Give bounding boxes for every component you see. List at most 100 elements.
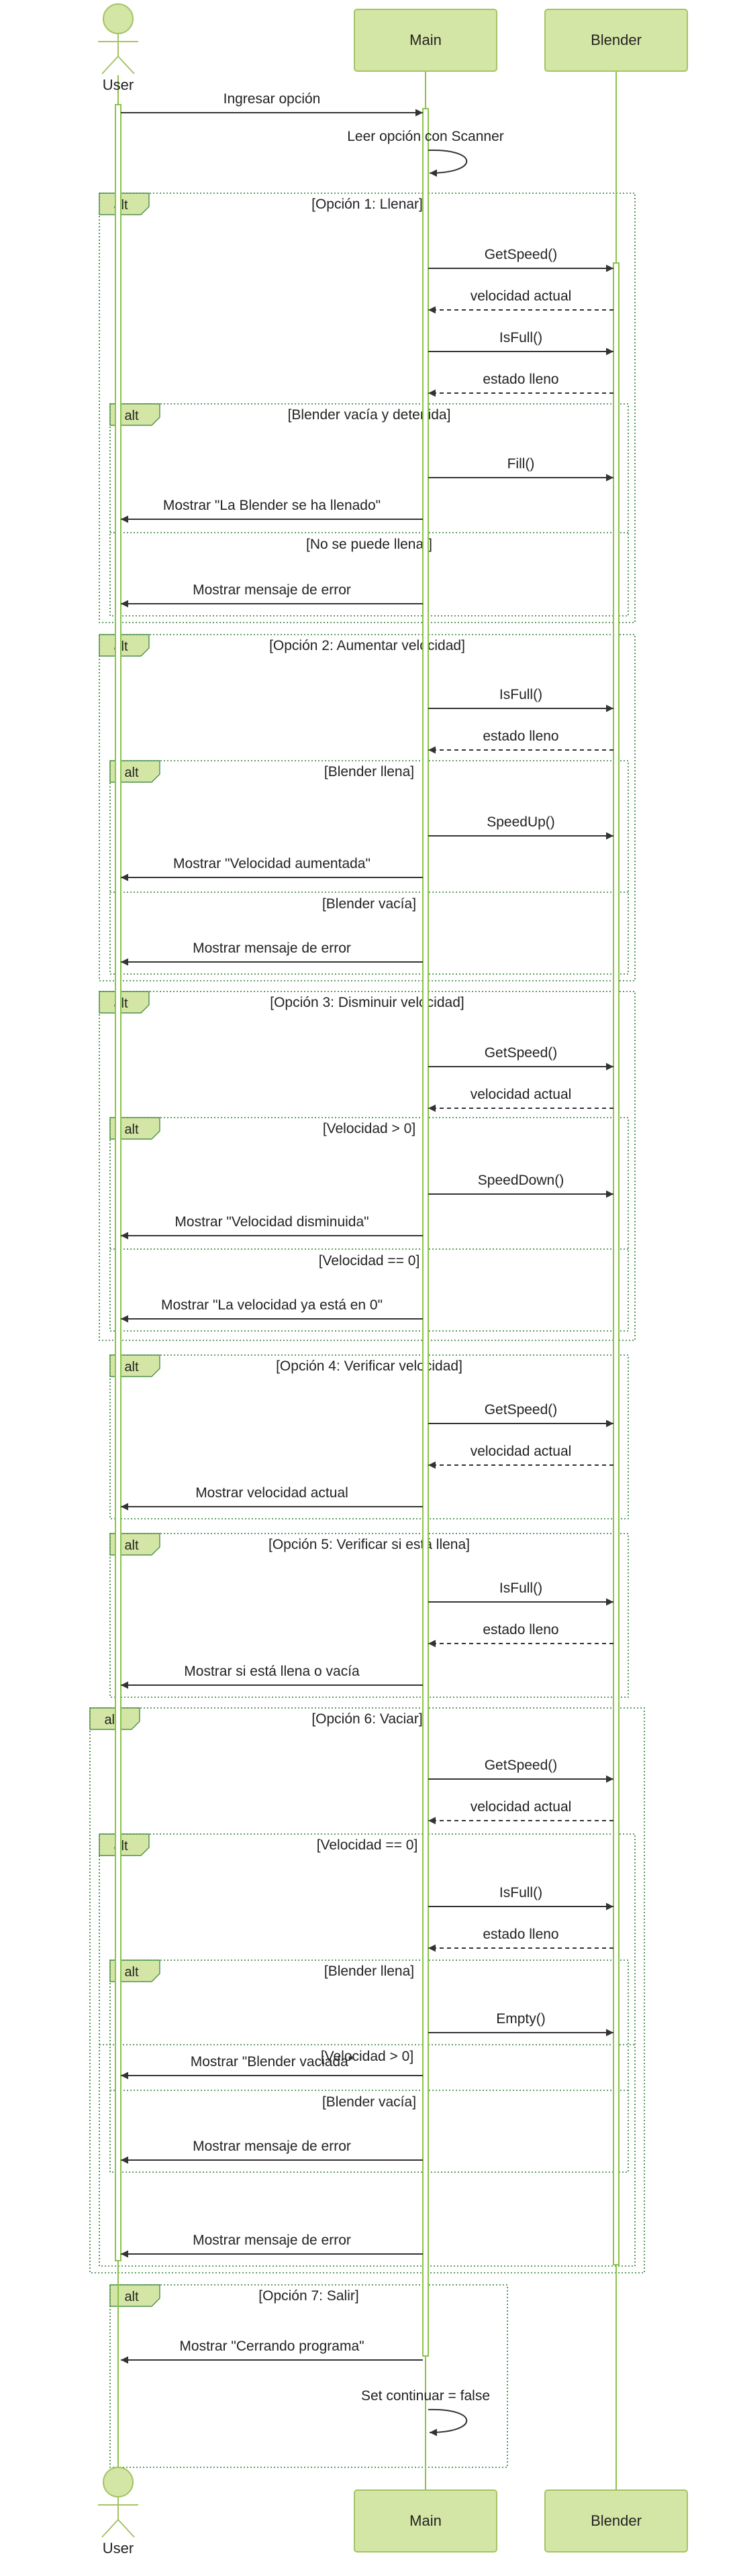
message-m2: Leer opción con Scanner: [347, 129, 504, 177]
participant-blender: Blender: [544, 9, 688, 72]
fragment-f4-tag-box: [109, 1354, 160, 1377]
message-m21-label: velocidad actual: [471, 1444, 572, 1459]
fragment-f2-border: [99, 634, 636, 981]
message-m10-label: IsFull(): [499, 687, 542, 702]
actor-head-icon: [103, 3, 134, 34]
message-m22-label: Mostrar velocidad actual: [195, 1485, 348, 1501]
message-m14: Mostrar mensaje de error: [121, 941, 423, 966]
message-m13-label: Mostrar "Velocidad aumentada": [173, 856, 370, 871]
fragment-f3: alt[Opción 3: Disminuir velocidad]: [99, 991, 636, 1341]
fragment-f5-border: [109, 1533, 629, 1698]
fragment-f2a-border: [109, 760, 629, 975]
fragment-f6a-border: [99, 1833, 636, 2267]
fragment-f6b-condition: [Blender llena]: [324, 1964, 414, 1979]
fragment-f3a-else-condition: [Velocidad == 0]: [319, 1253, 420, 1269]
fragment-f1a-border: [109, 403, 629, 616]
fragment-f4-condition: [Opción 4: Verificar velocidad]: [276, 1358, 462, 1374]
fragment-f7-tag-box: [109, 2284, 160, 2307]
message-m24-label: estado lleno: [483, 1622, 558, 1638]
message-m21: velocidad actual: [428, 1444, 613, 1469]
message-m15-label: GetSpeed(): [485, 1045, 558, 1061]
fragment-f3-border: [99, 991, 636, 1341]
message-m27: velocidad actual: [428, 1799, 613, 1825]
fragment-f6a-tag-box: [99, 1833, 150, 1856]
message-m35-arrow: [428, 2408, 468, 2436]
message-m25: Mostrar si está llena o vacía: [121, 1664, 423, 1689]
message-m15: GetSpeed(): [428, 1045, 613, 1071]
fragment-f6b-tag: alt: [124, 1965, 139, 1980]
message-m31-label: Mostrar "Blender vaciada": [191, 2054, 354, 2070]
message-m7-label: Fill(): [507, 456, 535, 472]
message-m3: GetSpeed(): [428, 247, 613, 272]
fragment-f4-tag: alt: [124, 1360, 139, 1375]
message-m35-label: Set continuar = false: [361, 2388, 490, 2404]
message-m19: Mostrar "La velocidad ya está en 0": [121, 1297, 423, 1323]
fragment-f1-condition: [Opción 1: Llenar]: [311, 197, 423, 212]
actor-leg-icon: [101, 2519, 119, 2538]
fragment-f1-border: [99, 193, 636, 623]
fragment-f1: alt[Opción 1: Llenar]: [99, 193, 636, 623]
message-m19-label: Mostrar "La velocidad ya está en 0": [161, 1297, 383, 1313]
message-m32-label: Mostrar mensaje de error: [193, 2139, 351, 2154]
message-m35: Set continuar = false: [361, 2388, 490, 2436]
fragment-f5-condition: [Opción 5: Verificar si está llena]: [268, 1537, 470, 1552]
fragment-f3a-tag: alt: [124, 1122, 139, 1137]
fragment-f2a-else-condition: [Blender vacía]: [322, 896, 416, 912]
fragment-f2-condition: [Opción 2: Aumentar velocidad]: [269, 638, 465, 653]
participant-blender-box: [544, 9, 688, 72]
message-m6-label: estado lleno: [483, 372, 558, 387]
participant-user-bottom: User: [98, 2467, 138, 2557]
fragment-f4-border: [109, 1354, 629, 1519]
fragment-f6: alt[Opción 6: Vaciar]: [89, 1707, 645, 2273]
message-m24: estado lleno: [428, 1622, 613, 1648]
message-m34: Mostrar "Cerrando programa": [121, 2339, 423, 2364]
actor-leg-icon: [101, 56, 119, 74]
fragment-f6-border: [89, 1707, 645, 2273]
message-m30: Empty(): [428, 2011, 613, 2037]
fragment-f7-condition: [Opción 7: Salir]: [258, 2288, 358, 2304]
fragment-f6b-border: [109, 1960, 629, 2173]
fragment-f2: alt[Opción 2: Aumentar velocidad]: [99, 634, 636, 981]
fragment-f3a-tag-box: [109, 1117, 160, 1140]
participant-blender: Blender: [544, 2489, 688, 2553]
message-m4: velocidad actual: [428, 288, 613, 314]
participant-user-label: User: [103, 2540, 134, 2557]
message-m18-label: Mostrar "Velocidad disminuida": [175, 1214, 368, 1230]
participant-main-label: Main: [409, 32, 442, 48]
message-m18: Mostrar "Velocidad disminuida": [121, 1214, 423, 1240]
message-m12-label: SpeedUp(): [487, 814, 555, 830]
fragment-f3a-condition: [Velocidad > 0]: [323, 1121, 415, 1136]
fragment-f6a-condition: [Velocidad == 0]: [317, 1837, 418, 1853]
participant-main-box: [354, 2489, 497, 2553]
participant-main: Main: [354, 2489, 497, 2553]
activation-main: [422, 108, 429, 2357]
message-m1-label: Ingresar opción: [224, 91, 321, 107]
message-m17: SpeedDown(): [428, 1173, 613, 1198]
message-m5-label: IsFull(): [499, 330, 542, 345]
message-m1: Ingresar opción: [121, 91, 423, 117]
message-m3-label: GetSpeed(): [485, 247, 558, 262]
message-m16-label: velocidad actual: [471, 1087, 572, 1102]
fragment-f4: alt [Opción 4: Verificar velocidad]: [109, 1354, 629, 1519]
message-m27-label: velocidad actual: [471, 1799, 572, 1815]
message-m8-label: Mostrar "La Blender se ha llenado": [163, 498, 381, 513]
participant-user-label: User: [103, 76, 134, 93]
message-m11: estado lleno: [428, 729, 613, 754]
message-m30-label: Empty(): [496, 2011, 546, 2027]
message-m29: estado lleno: [428, 1927, 613, 1952]
fragment-f1-tag-box: [99, 193, 150, 215]
fragment-f1a: alt[Blender vacía y detenida][No se pued…: [109, 403, 629, 616]
message-m8: Mostrar "La Blender se ha llenado": [121, 498, 423, 523]
fragment-f2a-tag-box: [109, 760, 160, 783]
message-m11-label: estado lleno: [483, 729, 558, 744]
fragment-f2a: alt[Blender llena][Blender vacía]: [109, 760, 629, 975]
activation-user: [115, 104, 121, 2261]
message-m14-label: Mostrar mensaje de error: [193, 941, 351, 956]
message-m29-label: estado lleno: [483, 1927, 558, 1942]
fragment-f5-tag: alt: [124, 1538, 139, 1553]
fragment-f6a: alt[Velocidad == 0][Velocidad > 0]: [99, 1833, 636, 2267]
fragment-f1a-tag-box: [109, 403, 160, 426]
fragment-f1a-else-condition: [No se puede llenar]: [306, 537, 432, 552]
message-m25-label: Mostrar si está llena o vacía: [184, 1664, 360, 1679]
